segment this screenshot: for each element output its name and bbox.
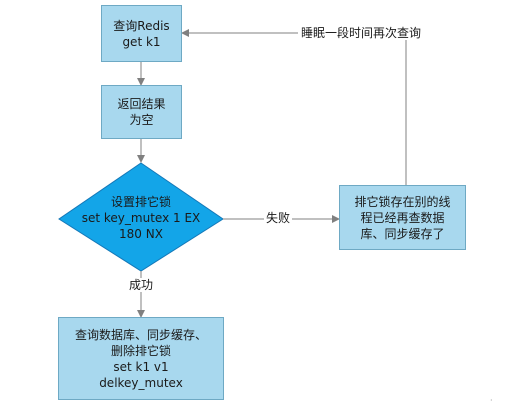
success-label: 成功 <box>127 278 156 292</box>
set-lock-line-2: set key_mutex 1 EX <box>81 211 201 225</box>
query-db-line-1: 查询数据库、同步缓存、 <box>74 327 207 342</box>
return-empty-box: 返回结果 为空 <box>101 85 182 139</box>
lock-exists-box: 排它锁存在别的线 程已经再查数据 库、同步缓存了 <box>339 185 466 250</box>
edge-sleep-retry <box>181 29 407 185</box>
corner-mark: · <box>490 396 493 405</box>
query-redis-line-1: 查询Redis <box>113 18 170 33</box>
fail-label: 失败 <box>264 211 293 225</box>
query-db-line-3: set k1 v1 <box>113 359 169 374</box>
query-db-line-2: 删除排它锁 <box>110 343 171 358</box>
query-db-box: 查询数据库、同步缓存、 删除排它锁 set k1 v1 delkey_mutex <box>58 317 224 400</box>
lock-exists-line-3: 库、同步缓存了 <box>360 226 445 241</box>
set-lock-label: 设置排它锁 set key_mutex 1 EX 180 NX <box>70 194 212 242</box>
set-lock-line-3: 180 NX <box>119 227 163 241</box>
query-redis-line-2: get k1 <box>122 34 161 49</box>
query-redis-box: 查询Redis get k1 <box>101 5 182 62</box>
return-empty-line-1: 返回结果 <box>117 97 166 111</box>
lock-exists-line-2: 程已经再查数据 <box>360 210 445 225</box>
lock-exists-line-1: 排它锁存在别的线 <box>354 194 451 209</box>
sleep-label: 睡眠一段时间再次查询 <box>298 26 425 40</box>
return-empty-line-2: 为空 <box>129 113 154 127</box>
set-lock-line-1: 设置排它锁 <box>110 195 171 209</box>
query-db-line-4: delkey_mutex <box>99 375 183 390</box>
